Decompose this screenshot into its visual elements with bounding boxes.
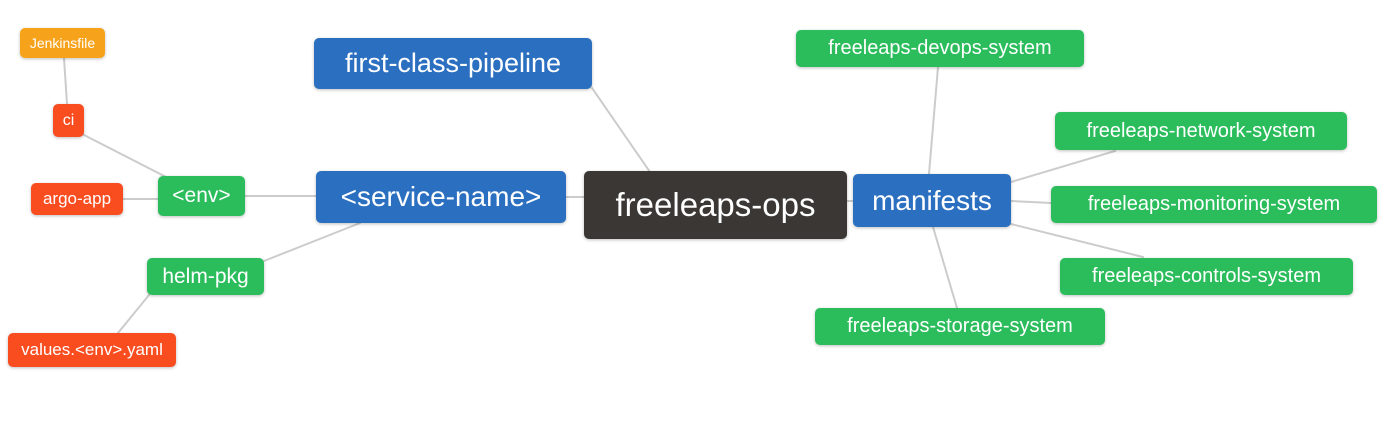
node-freeleaps-network-system[interactable]: freeleaps-network-system: [1055, 112, 1347, 150]
edge-manifests-network: [1010, 150, 1116, 183]
node-argo-app[interactable]: argo-app: [31, 183, 123, 215]
node-service-name[interactable]: <service-name>: [316, 171, 566, 223]
node-manifests[interactable]: manifests: [853, 174, 1011, 227]
node-values-env-yaml[interactable]: values.<env>.yaml: [8, 333, 176, 367]
edge-ci-env: [83, 134, 169, 179]
edge-jenkinsfile-ci: [63, 57, 68, 105]
node-freeleaps-storage-system[interactable]: freeleaps-storage-system: [815, 308, 1105, 345]
edge-manifests-controls: [1010, 223, 1144, 258]
edge-manifests-monitoring: [1010, 200, 1052, 204]
edge-values-helmpkg: [117, 294, 150, 334]
node-helm-pkg[interactable]: helm-pkg: [147, 258, 264, 295]
edge-pipeline-freeleapsops: [591, 87, 651, 173]
node-jenkinsfile[interactable]: Jenkinsfile: [20, 28, 105, 58]
node-freeleaps-ops[interactable]: freeleaps-ops: [584, 171, 847, 239]
node-env[interactable]: <env>: [158, 176, 245, 216]
edge-helmpkg-servicename: [263, 222, 361, 262]
edge-manifests-devops: [928, 66, 939, 175]
node-freeleaps-controls-system[interactable]: freeleaps-controls-system: [1060, 258, 1353, 295]
edge-manifests-storage: [932, 226, 958, 309]
node-freeleaps-monitoring-system[interactable]: freeleaps-monitoring-system: [1051, 186, 1377, 223]
node-ci[interactable]: ci: [53, 104, 84, 137]
node-freeleaps-devops-system[interactable]: freeleaps-devops-system: [796, 30, 1084, 67]
node-first-class-pipeline[interactable]: first-class-pipeline: [314, 38, 592, 89]
